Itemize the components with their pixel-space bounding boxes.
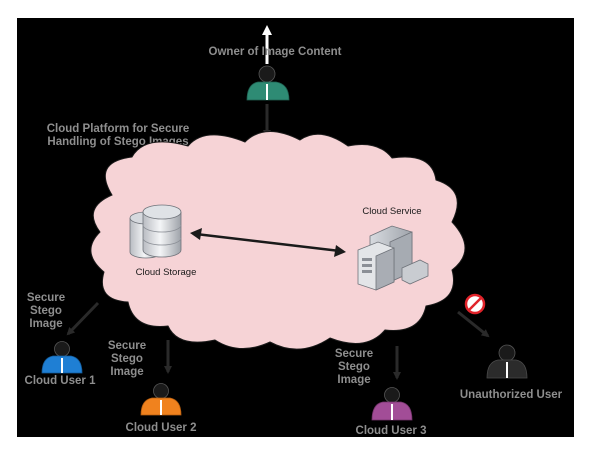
transfer-label-left-line2: Stego <box>30 305 62 317</box>
transfer-label-right-line3: Image <box>337 374 370 386</box>
transfer-label-middle-line2: Stego <box>111 353 143 365</box>
cloud-user-3-label: Cloud User 3 <box>356 425 427 437</box>
transfer-label-left-line3: Image <box>29 318 62 330</box>
owner-person-icon <box>246 65 290 101</box>
cloud-to-unauthorized-arrow <box>457 310 490 338</box>
unauthorized-user-label: Unauthorized User <box>460 389 563 401</box>
database-cylinders-icon <box>129 204 182 259</box>
owner-label: Owner of Image Content <box>209 46 342 58</box>
transfer-label-middle-line1: Secure <box>108 340 146 352</box>
cloud-user-2-label: Cloud User 2 <box>126 422 197 434</box>
transfer-label-left-line1: Secure <box>27 292 65 304</box>
server-tower-icon <box>357 225 429 291</box>
cloud-service-label: Cloud Service <box>362 206 421 217</box>
storage-service-sync-arrow <box>190 228 346 257</box>
transfer-label-right-line1: Secure <box>335 348 373 360</box>
cloud-user-1-person-icon <box>41 341 83 374</box>
cloud-shape <box>90 131 466 350</box>
cloud-to-user1-arrow <box>66 301 100 336</box>
no-entry-icon <box>464 293 486 315</box>
transfer-label-middle-line3: Image <box>110 366 143 378</box>
cloud-user-3-person-icon <box>371 387 413 421</box>
cloud-storage-label: Cloud Storage <box>136 267 197 278</box>
cloud-user-1-label: Cloud User 1 <box>25 375 97 387</box>
transfer-label-right-line2: Stego <box>338 361 370 373</box>
cloud-user-2-person-icon <box>140 383 182 416</box>
cloud-platform-title-line1: Cloud Platform for Secure <box>47 123 190 135</box>
unauthorized-user-person-icon <box>486 344 528 379</box>
